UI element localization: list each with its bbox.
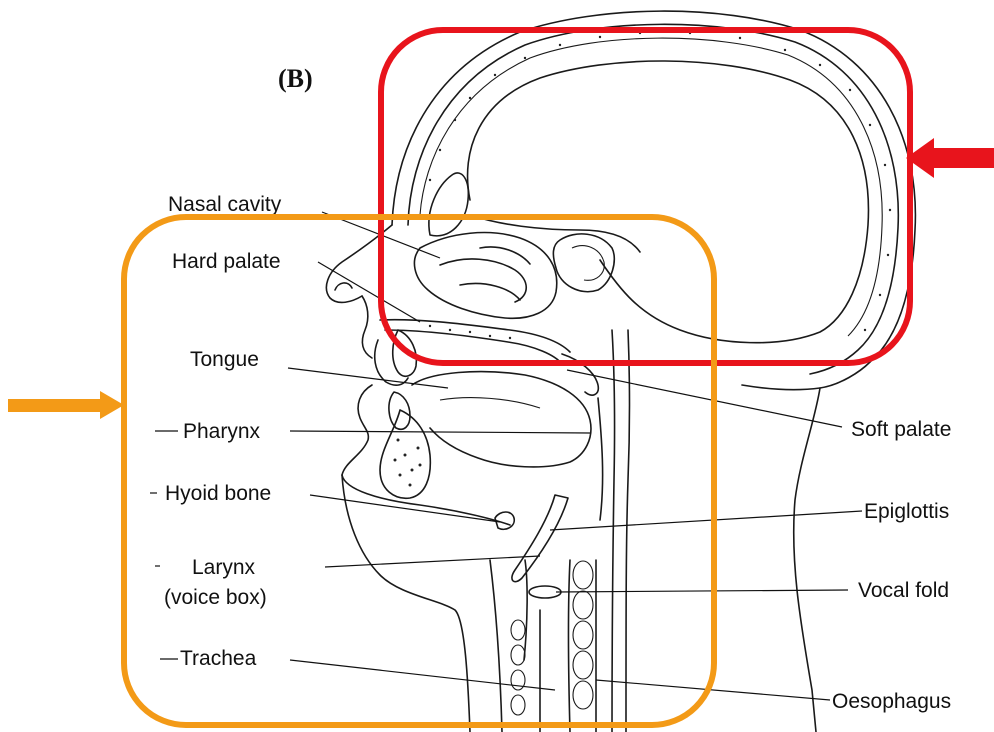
larynx-trachea bbox=[490, 495, 568, 732]
label-hard-palate: Hard palate bbox=[172, 250, 281, 273]
leader-pharynx bbox=[290, 431, 590, 433]
label-epiglottis: Epiglottis bbox=[864, 500, 949, 523]
highlight-overlays bbox=[8, 30, 994, 725]
leader-epiglottis bbox=[550, 511, 862, 530]
label-vocal-fold: Vocal fold bbox=[858, 579, 949, 602]
leader-vocal-fold bbox=[556, 590, 848, 592]
face-profile bbox=[326, 225, 510, 732]
label-oesophagus: Oesophagus bbox=[832, 690, 951, 713]
label-larynx: Larynx bbox=[192, 556, 256, 579]
label-pharynx: Pharynx bbox=[183, 420, 261, 443]
leader-tongue bbox=[288, 368, 448, 388]
label-voice-box: (voice box) bbox=[164, 586, 267, 609]
orange-arrow-icon bbox=[8, 391, 124, 419]
label-tongue: Tongue bbox=[190, 348, 259, 371]
label-hyoid-bone: Hyoid bone bbox=[165, 482, 271, 505]
label-nasal-cavity: Nasal cavity bbox=[168, 193, 282, 216]
label-soft-palate: Soft palate bbox=[851, 418, 951, 441]
labels: (B) Nasal cavity Hard palate Tongue Phar… bbox=[164, 64, 951, 713]
label-trachea: Trachea bbox=[180, 647, 257, 670]
red-arrow-icon bbox=[906, 138, 994, 178]
leader-hard-palate bbox=[318, 262, 420, 322]
tongue-shape bbox=[412, 372, 591, 467]
nasal-cavity-shape bbox=[414, 233, 556, 319]
pharynx-spine bbox=[569, 330, 630, 732]
figure-label: (B) bbox=[278, 64, 313, 93]
leader-lines bbox=[150, 212, 862, 700]
leader-soft-palate bbox=[567, 370, 842, 427]
red-highlight-box bbox=[381, 30, 910, 363]
leader-larynx bbox=[325, 556, 540, 567]
